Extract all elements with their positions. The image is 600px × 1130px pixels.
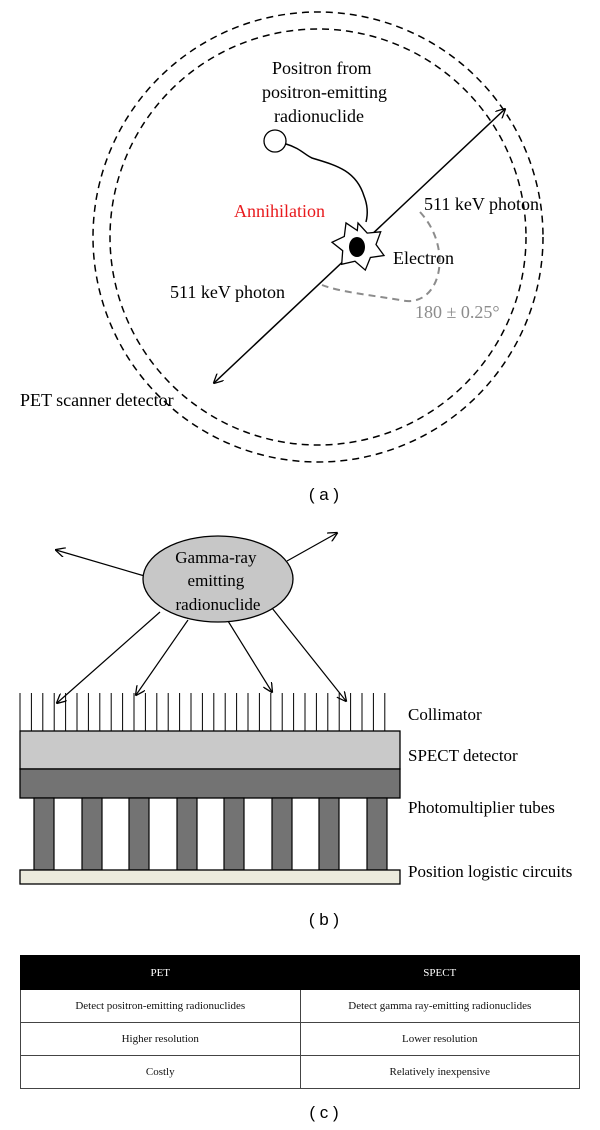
positron-circle: [263, 129, 287, 153]
pmt-label: Photomultiplier tubes: [408, 798, 555, 817]
photomultiplier-tube: [176, 797, 198, 871]
table-cell: Detect gamma ray-emitting radionuclides: [299, 989, 580, 1023]
gamma-source-label: Gamma-ray emitting radionuclide: [175, 548, 260, 614]
electron-dot: [349, 237, 365, 257]
caption-b: ( b ): [309, 910, 339, 929]
detector-ring-inner: [109, 28, 527, 446]
gamma-source: [142, 535, 294, 623]
gamma-arrow: [136, 619, 189, 695]
gamma-arrow: [56, 550, 149, 578]
table-cell: Relatively inexpensive: [299, 1055, 580, 1089]
detector-label: PET scanner detector: [20, 390, 174, 410]
spect-detector: [19, 730, 401, 770]
photomultiplier-tube: [128, 797, 150, 871]
collimator: [19, 693, 386, 731]
table-cell: Costly: [20, 1055, 301, 1089]
table-row: Detect positron-emitting radionuclides D…: [20, 989, 580, 1023]
table-cell: Higher resolution: [20, 1022, 301, 1056]
table-cell: Lower resolution: [299, 1022, 580, 1056]
photon-label-left: 511 keV photon: [170, 282, 285, 302]
photomultiplier-tubes: [33, 797, 388, 871]
circuits-label: Position logistic circuits: [408, 862, 572, 881]
electron-label: Electron: [393, 248, 454, 268]
position-circuits: [19, 869, 401, 885]
panel-b: Gamma-ray emitting radionuclide Collimat…: [19, 533, 572, 929]
photomultiplier-tube: [366, 797, 388, 871]
caption-a: ( a ): [309, 485, 339, 504]
detector-ring-outer: [92, 11, 544, 463]
collimator-label: Collimator: [408, 705, 482, 724]
panel-a: Positron from positron-emitting radionuc…: [20, 11, 544, 504]
gamma-arrow: [57, 611, 161, 703]
angle-label: 180 ± 0.25°: [415, 302, 500, 322]
gamma-arrow: [227, 620, 272, 692]
annihilation-label: Annihilation: [234, 201, 325, 221]
table-row: Costly Relatively inexpensive: [20, 1055, 580, 1089]
photomultiplier-tube: [223, 797, 245, 871]
angle-arc: [321, 211, 441, 303]
photon-label-right: 511 keV photon: [424, 194, 539, 214]
caption-c: ( c ): [309, 1103, 338, 1122]
photomultiplier-tube: [271, 797, 293, 871]
table-row: Higher resolution Lower resolution: [20, 1022, 580, 1056]
gamma-arrow: [286, 533, 337, 562]
photomultiplier-tube: [33, 797, 55, 871]
photomultiplier-tube: [81, 797, 103, 871]
photomultiplier-tube: [318, 797, 340, 871]
table-cell: Detect positron-emitting radionuclides: [20, 989, 301, 1023]
gamma-arrow: [271, 607, 346, 701]
comparison-table: PET SPECT Detect positron-emitting radio…: [20, 955, 580, 1089]
positron-label: Positron from positron-emitting radionuc…: [262, 58, 392, 126]
light-guide: [19, 768, 401, 799]
table-header-row: PET SPECT: [20, 955, 580, 990]
table-header-spect: SPECT: [299, 955, 580, 990]
table-header-pet: PET: [20, 955, 301, 990]
spect-detector-label: SPECT detector: [408, 746, 518, 765]
